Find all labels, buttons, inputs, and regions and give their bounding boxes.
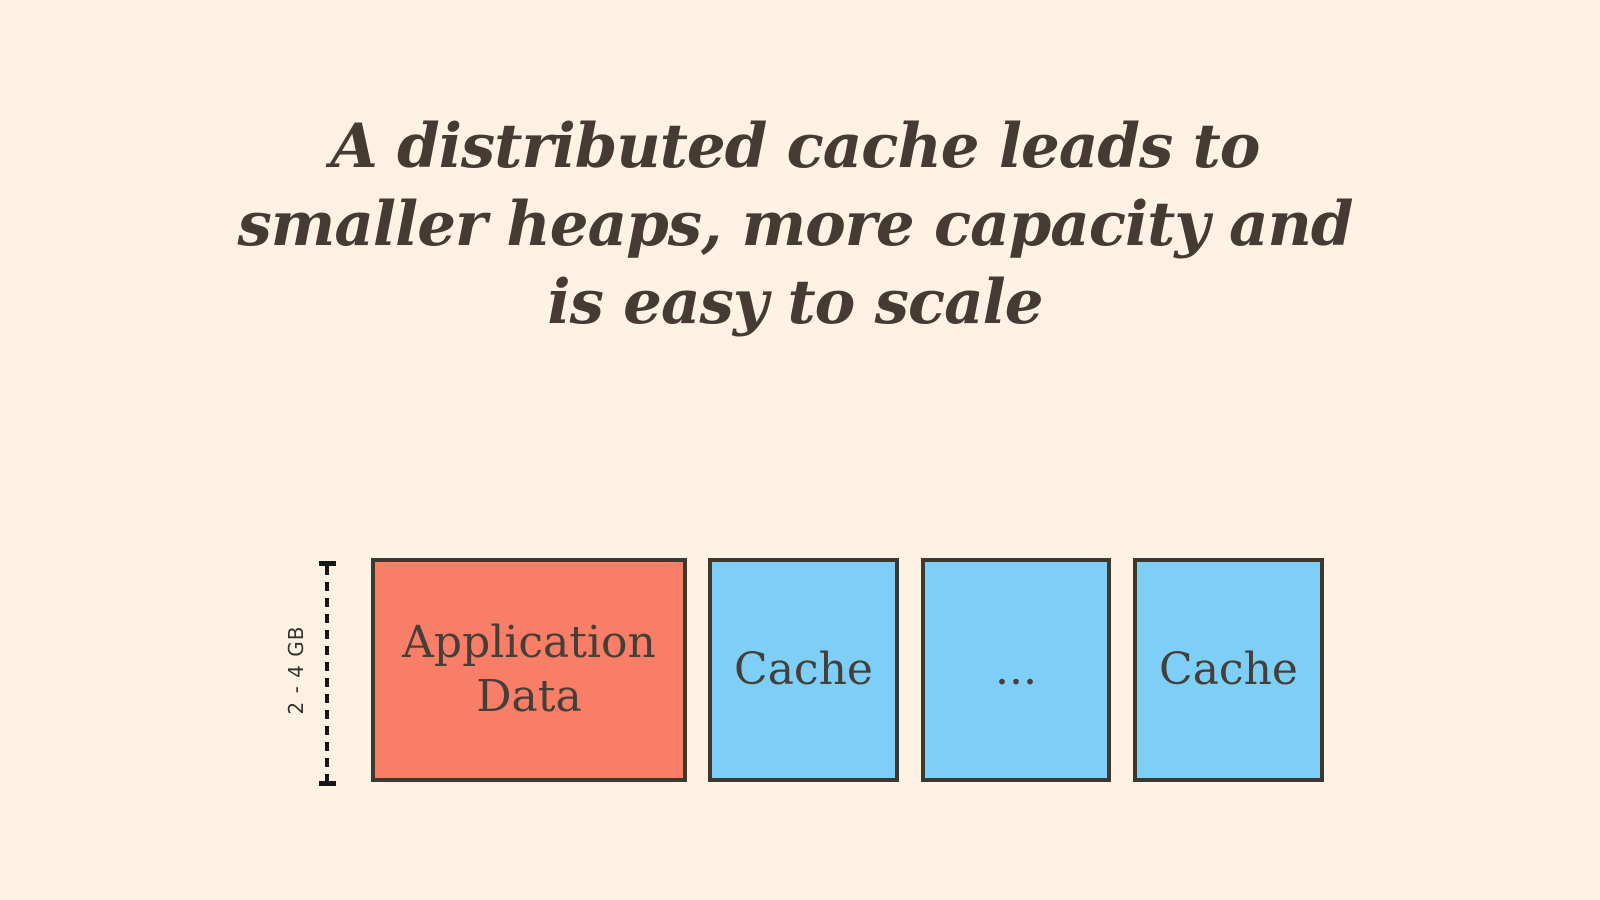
title-line-3: is easy to scale — [547, 267, 1043, 338]
title-line-1: A distributed cache leads to — [330, 111, 1261, 182]
measure-cap-top — [319, 561, 336, 566]
cache-box-2: Cache — [1133, 558, 1324, 782]
cache-box-1-label: Cache — [734, 644, 873, 696]
application-data-label: Application Data — [402, 617, 656, 722]
title-line-2: smaller heaps, more capacity and — [237, 189, 1353, 260]
measure-cap-bottom — [319, 781, 336, 786]
cache-box-1: Cache — [708, 558, 899, 782]
cache-box-ellipsis: ... — [921, 558, 1111, 782]
page-title: A distributed cache leads to smaller hea… — [0, 108, 1590, 342]
measure-dashed-line — [325, 566, 329, 781]
cache-box-2-label: Cache — [1159, 644, 1298, 696]
cache-box-ellipsis-label: ... — [995, 644, 1037, 696]
heap-size-label: 2 - 4 GB — [284, 625, 308, 715]
application-data-box: Application Data — [371, 558, 687, 782]
